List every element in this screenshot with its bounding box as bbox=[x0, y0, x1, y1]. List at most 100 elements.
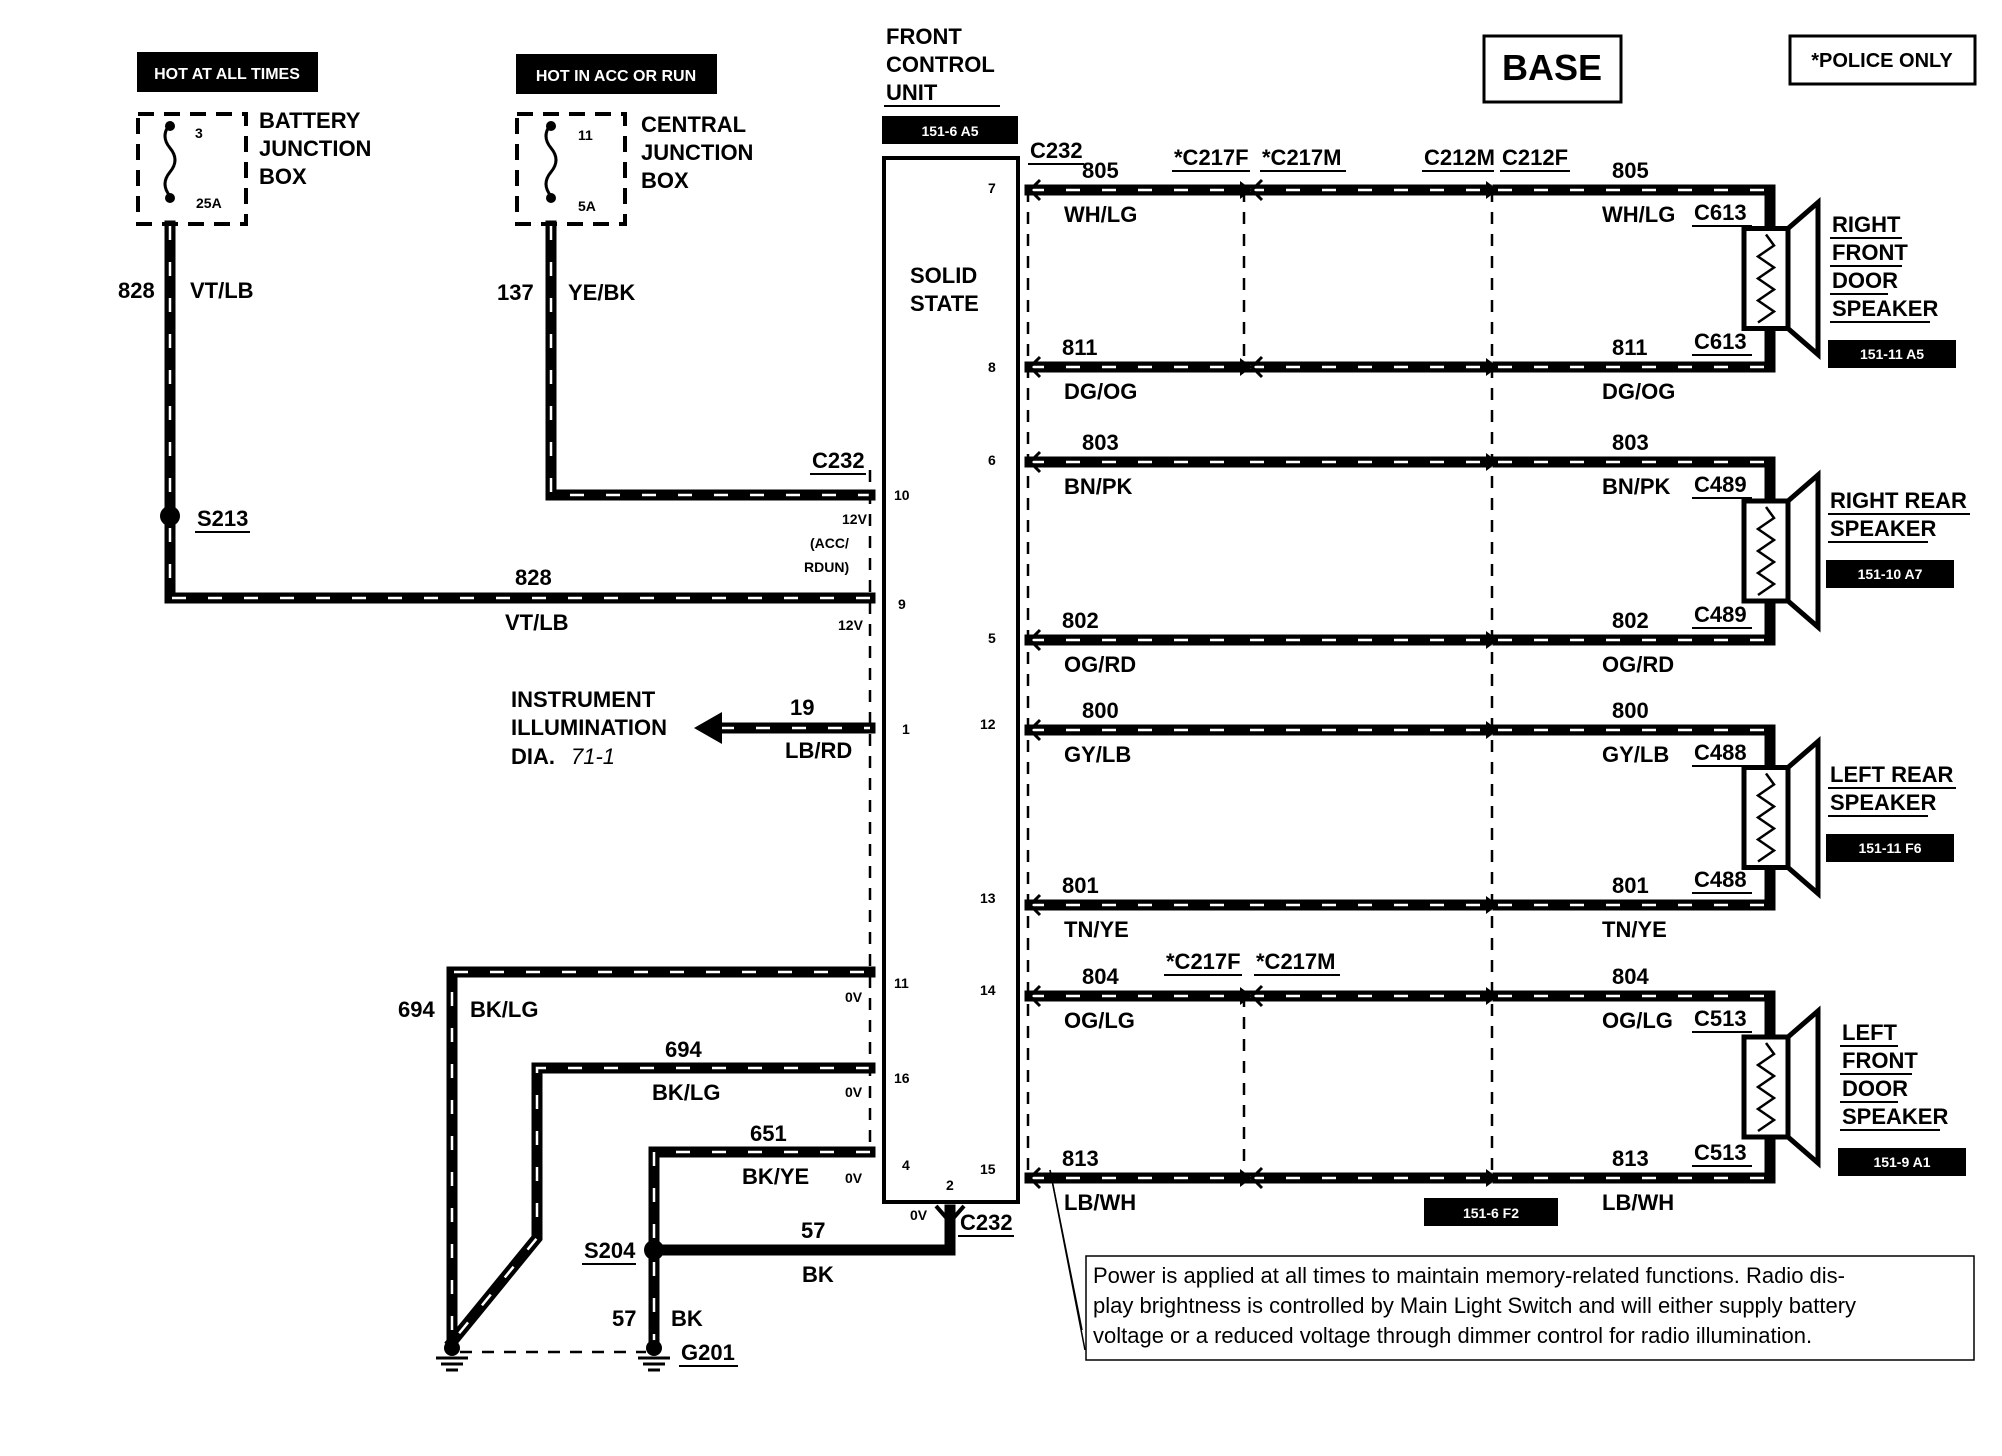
pin-5: 5 bbox=[988, 630, 996, 646]
splice-s213-label: S213 bbox=[197, 506, 248, 531]
speaker-label-line: RIGHT bbox=[1832, 212, 1901, 237]
v12-acc-line3: RDUN) bbox=[804, 559, 849, 575]
wire-num-right: 813 bbox=[1612, 1146, 1649, 1171]
speaker-icon bbox=[1741, 1005, 1821, 1169]
connector-c232: C232 bbox=[1030, 138, 1083, 163]
wire-color-left: OG/LG bbox=[1064, 1008, 1135, 1033]
wire-694a-color: BK/LG bbox=[470, 997, 538, 1022]
splice-s213-dot bbox=[160, 506, 180, 526]
battery-jb-line3: BOX bbox=[259, 164, 307, 189]
bottom-ref: 151-6 F2 bbox=[1463, 1205, 1519, 1221]
fcu-line1: FRONT bbox=[886, 24, 962, 49]
wire-651-color: BK/YE bbox=[742, 1164, 809, 1189]
speaker-label-line: DOOR bbox=[1832, 268, 1898, 293]
speaker-connector-label: C613 bbox=[1694, 329, 1747, 354]
wire-num-right: 802 bbox=[1612, 608, 1649, 633]
wire-num-left: 800 bbox=[1082, 698, 1119, 723]
pin-10: 10 bbox=[894, 487, 910, 503]
pin-4: 4 bbox=[902, 1157, 910, 1173]
note-line3: voltage or a reduced voltage through dim… bbox=[1093, 1323, 1812, 1348]
wire-num-right: 811 bbox=[1612, 335, 1648, 360]
pin-16: 16 bbox=[894, 1070, 910, 1086]
connector-c217m-lower: *C217M bbox=[1256, 949, 1335, 974]
fuse-3-icon bbox=[163, 123, 177, 197]
speaker-icon bbox=[1741, 469, 1821, 633]
wire-828-color-top: VT/LB bbox=[190, 278, 254, 303]
wire-828 bbox=[164, 220, 876, 604]
hot-in-acc-or-run-label: HOT IN ACC OR RUN bbox=[536, 68, 696, 85]
fuse-3-number: 3 bbox=[195, 125, 203, 141]
fcu-line2: CONTROL bbox=[886, 52, 995, 77]
fcu-ref: 151-6 A5 bbox=[921, 123, 978, 139]
pin-9: 9 bbox=[898, 596, 906, 612]
solid-state-line1: SOLID bbox=[910, 263, 977, 288]
v12-label: 12V bbox=[838, 617, 864, 633]
ov-3: 0V bbox=[845, 1170, 863, 1186]
wire-color-left: OG/RD bbox=[1064, 652, 1136, 677]
speaker-connector-label: C513 bbox=[1694, 1006, 1747, 1031]
wire-137-color: YE/BK bbox=[568, 280, 635, 305]
speaker-label-line: SPEAKER bbox=[1830, 516, 1936, 541]
speaker-label-line: LEFT bbox=[1842, 1020, 1898, 1045]
splice-s204-label: S204 bbox=[584, 1238, 636, 1263]
pin-14: 14 bbox=[980, 982, 996, 998]
ground-symbol-g201 bbox=[638, 1340, 670, 1372]
connector-c217m: *C217M bbox=[1262, 145, 1341, 170]
speaker-label-line: FRONT bbox=[1832, 240, 1908, 265]
wire-694a bbox=[446, 966, 876, 1346]
pin-12: 12 bbox=[980, 716, 996, 732]
wire-694b bbox=[444, 1062, 876, 1350]
wire-57b-color: BK bbox=[671, 1306, 703, 1331]
connector-c212f: C212F bbox=[1502, 145, 1568, 170]
battery-junction-box-outline bbox=[136, 112, 248, 226]
ov-4: 0V bbox=[910, 1207, 928, 1223]
police-only-box bbox=[1788, 34, 1977, 86]
wire-num-left: 803 bbox=[1082, 430, 1119, 455]
battery-jb-line1: BATTERY bbox=[259, 108, 361, 133]
wire-694a-num: 694 bbox=[398, 997, 435, 1022]
wire-color-left: WH/LG bbox=[1064, 202, 1137, 227]
wire-color-right: WH/LG bbox=[1602, 202, 1675, 227]
wire-num-right: 800 bbox=[1612, 698, 1649, 723]
wire-color-right: OG/RD bbox=[1602, 652, 1674, 677]
wire-828-color: VT/LB bbox=[505, 610, 569, 635]
speaker-ref: 151-11 F6 bbox=[1858, 840, 1921, 856]
wire-137 bbox=[545, 220, 876, 501]
fcu-line3: UNIT bbox=[886, 80, 938, 105]
battery-jb-line2: JUNCTION bbox=[259, 136, 371, 161]
v12-acc-line1: 12V bbox=[842, 511, 868, 527]
note-box bbox=[1085, 1255, 1975, 1361]
wire-color-right: LB/WH bbox=[1602, 1190, 1674, 1215]
ground-symbol-left bbox=[436, 1340, 468, 1372]
wire-694b-color: BK/LG bbox=[652, 1080, 720, 1105]
v12-acc-line2: (ACC/ bbox=[810, 535, 849, 551]
hot-in-acc-or-run-tag bbox=[516, 54, 717, 94]
hot-at-all-times-label: HOT AT ALL TIMES bbox=[154, 66, 300, 83]
wire-color-right: DG/OG bbox=[1602, 379, 1675, 404]
splice-s204-dot bbox=[644, 1240, 664, 1260]
fcu-ref-tag bbox=[882, 116, 1018, 144]
speaker-ref: 151-11 A5 bbox=[1860, 346, 1924, 362]
wire-57a-color: BK bbox=[802, 1262, 834, 1287]
pin-6: 6 bbox=[988, 452, 996, 468]
c232-upper-label: C232 bbox=[812, 448, 865, 473]
pin-11: 11 bbox=[894, 975, 909, 991]
connector-c217f: *C217F bbox=[1174, 145, 1249, 170]
front-control-unit-box bbox=[882, 156, 1020, 1204]
fuse-11-rating: 5A bbox=[578, 198, 596, 214]
c232-lower-label: C232 bbox=[960, 1210, 1013, 1235]
speaker-connector-label: C489 bbox=[1694, 472, 1747, 497]
wire-num-left: 801 bbox=[1062, 873, 1099, 898]
speaker-ref-tag bbox=[1826, 560, 1954, 588]
speaker-icon bbox=[1741, 197, 1821, 360]
police-only-label: *POLICE ONLY bbox=[1811, 50, 1953, 72]
wire-color-right: TN/YE bbox=[1602, 917, 1667, 942]
speaker-label-line: SPEAKER bbox=[1842, 1104, 1948, 1129]
fuse-11-icon bbox=[544, 123, 558, 197]
